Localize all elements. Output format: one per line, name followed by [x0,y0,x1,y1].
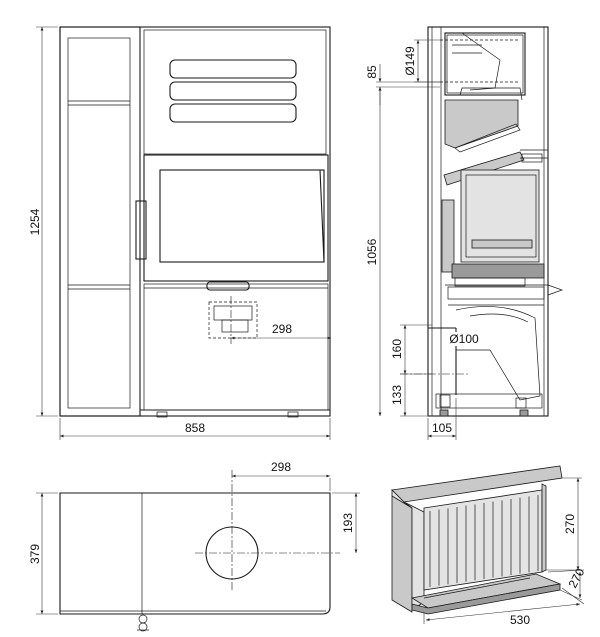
outlet-offset-label: 298 [272,322,292,336]
firebox-depth-label: 270 [566,566,588,591]
grate [451,263,545,279]
baffle [444,99,519,149]
top-depth-label: 379 [28,544,42,564]
front-height-label: 1254 [28,208,42,235]
front-view: 1254 858 298 [28,26,331,440]
door-glass [159,169,325,263]
vent-slot-2 [169,81,297,101]
door-handle [135,200,147,260]
firebox-back-wall [423,489,543,591]
firebox-view: 270 270 530 [391,465,588,627]
flue-diameter-label: Ø149 [403,46,417,76]
side-depth-label: 105 [432,421,452,435]
front-width-label: 858 [185,421,205,435]
fire-door [143,154,329,282]
side-panel [59,26,141,417]
inlet-base-label: 133 [390,385,404,405]
top-depth-offset-label: 193 [341,513,355,533]
inlet-height-label: 160 [390,339,404,359]
top-view: 298 193 379 [28,460,360,632]
top-outline [59,492,331,615]
top-offset-label: 85 [365,65,379,79]
firebox-width-label: 530 [510,613,530,627]
vent-slot-1 [169,59,297,79]
side-height-label: 1056 [365,238,379,265]
firebox-left-wall [391,495,413,613]
firebox-height-label: 270 [563,514,577,534]
inlet-diameter-label: Ø100 [449,332,479,346]
side-panel-inner [67,37,131,409]
air-slider [206,281,250,291]
flue-box [444,32,526,96]
side-view: Ø149 85 1056 Ø100 160 133 105 [365,26,564,440]
front-body-outline [59,26,331,417]
vent-slot-3 [169,103,297,123]
firebox-ribs [429,495,539,587]
top-offset-label: 298 [271,460,291,474]
side-casing [427,26,549,417]
